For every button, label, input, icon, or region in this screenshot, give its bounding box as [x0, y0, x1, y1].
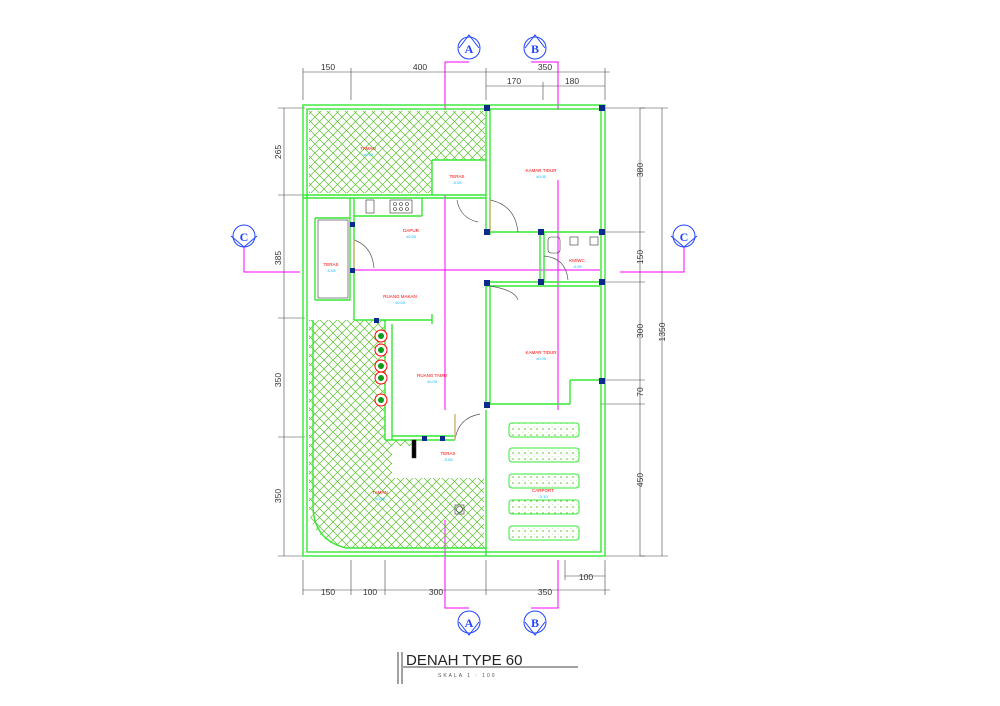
- section-marker-b-top: B: [523, 34, 547, 60]
- dim-right-total: 1350: [657, 322, 667, 341]
- room-label-side-terrace: TERAS: [323, 262, 338, 267]
- dim-right-2: 150: [635, 250, 645, 264]
- garden-areas: [309, 111, 486, 548]
- dim-bottom-4: 350: [538, 587, 552, 597]
- dim-top-3: 350: [538, 62, 552, 72]
- section-label-c-right: C: [680, 230, 689, 244]
- columns: [350, 105, 605, 441]
- dim-right-4: 70: [635, 387, 645, 397]
- dimension-texts: 150 400 350 170 180 150 100 300 350 100 …: [273, 62, 667, 597]
- room-elev-bathroom: -0.05: [572, 264, 582, 269]
- room-label-dining: RUANG MAKAN: [383, 294, 417, 299]
- dim-right-3: 300: [635, 324, 645, 338]
- room-label-front-terrace: TERAS: [440, 451, 455, 456]
- room-label-garage: CARPORT: [532, 488, 554, 493]
- section-marker-b-bottom: B: [523, 610, 547, 636]
- room-label-garden-top: TAMAN: [360, 146, 375, 151]
- side-terrace-bench: [317, 219, 349, 299]
- fixtures: [317, 199, 599, 515]
- room-elev-bedroom-2: ±0.00: [536, 356, 547, 361]
- garden-lamp: [454, 504, 465, 515]
- room-label-terrace-top: TERAS: [449, 174, 464, 179]
- dim-top-inner-1: 170: [507, 76, 521, 86]
- section-marker-a-bottom: A: [457, 610, 481, 636]
- dimension-lines: [278, 68, 668, 595]
- room-elev-bedroom-1: ±0.00: [536, 174, 547, 179]
- room-elev-garden-front: ±0.00: [375, 496, 386, 501]
- room-label-kitchen: DAPUR: [403, 228, 420, 233]
- section-label-a-bottom: A: [465, 616, 474, 630]
- room-elev-kitchen: ±0.00: [406, 234, 417, 239]
- room-elev-front-terrace: -0.05: [443, 457, 453, 462]
- dim-left-2: 385: [273, 251, 283, 265]
- dim-bottom-1: 150: [321, 587, 335, 597]
- room-elev-terrace-top: -0.05: [452, 180, 462, 185]
- shower-drain: [589, 236, 599, 246]
- section-label-c-left: C: [240, 230, 249, 244]
- section-marker-c-right: C: [670, 224, 698, 248]
- room-label-living: RUANG TAMU: [417, 373, 447, 378]
- section-label-a-top: A: [465, 42, 474, 56]
- dim-left-4: 350: [273, 489, 283, 503]
- drawing-title: DENAH TYPE 60: [406, 652, 522, 669]
- doors: [353, 199, 569, 441]
- section-label-b-bottom: B: [531, 616, 539, 630]
- room-label-bathroom: KM/WC: [569, 258, 585, 263]
- section-marker-c-left: C: [230, 224, 258, 248]
- title-block: DENAH TYPE 60 SKALA 1 : 100: [397, 652, 578, 684]
- dim-left-3: 350: [273, 373, 283, 387]
- potted-plants: [374, 329, 388, 407]
- dim-top-inner-2: 180: [565, 76, 579, 86]
- dim-bottom-3: 300: [429, 587, 443, 597]
- room-elev-living: ±0.00: [427, 379, 438, 384]
- garden-front-hatch: [309, 320, 484, 548]
- room-elev-garden-top: ±0.00: [363, 152, 374, 157]
- room-label-bedroom-1: KAMAR TIDUR: [526, 168, 558, 173]
- toilet: [547, 236, 561, 254]
- section-label-b-top: B: [531, 42, 539, 56]
- section-marker-a-top: A: [457, 34, 481, 60]
- dim-top-2: 400: [413, 62, 427, 72]
- section-markers: A B A B C C: [230, 34, 698, 636]
- drawing-scale: SKALA 1 : 100: [438, 673, 497, 679]
- dim-left-1: 265: [273, 145, 283, 159]
- stove: [389, 199, 413, 214]
- room-labels: TAMAN ±0.00 TERAS -0.05 KAMAR TIDUR ±0.0…: [323, 146, 585, 501]
- dim-top-1: 150: [321, 62, 335, 72]
- wash-basin: [569, 236, 579, 246]
- room-elev-dining: ±0.00: [395, 300, 406, 305]
- room-elev-garage: -0.10: [538, 494, 548, 499]
- room-elev-side-terrace: -0.05: [326, 268, 336, 273]
- kitchen-sink: [365, 199, 375, 214]
- dim-right-1: 380: [635, 163, 645, 177]
- dim-bottom-extra: 100: [579, 572, 593, 582]
- section-lines: [243, 61, 685, 609]
- carport-paving: [508, 422, 580, 541]
- room-label-bedroom-2: KAMAR TIDUR: [526, 350, 558, 355]
- dim-right-5: 450: [635, 473, 645, 487]
- dim-bottom-2: 100: [363, 587, 377, 597]
- room-label-garden-front: TAMAN: [372, 490, 387, 495]
